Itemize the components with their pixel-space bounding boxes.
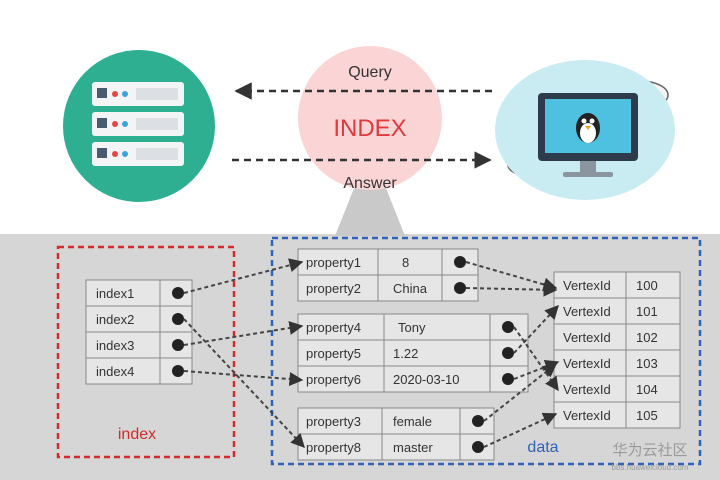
vertex-key: VertexId (563, 330, 611, 345)
pointer-dot (502, 347, 514, 359)
server-rack-icon (63, 50, 215, 202)
pointer-dot (502, 321, 514, 333)
vertex-key: VertexId (563, 278, 611, 293)
pointer-dot (172, 287, 184, 299)
pointer-dot (454, 256, 466, 268)
monitor-penguin-icon (495, 60, 675, 200)
arrow-property6-vertex103 (513, 360, 560, 380)
property-group-3: property3 female property8 master (297, 407, 495, 461)
index-title: INDEX (333, 115, 406, 142)
index-bubble (298, 46, 442, 190)
pointer-dot (172, 365, 184, 377)
pointer-dot (502, 373, 514, 385)
watermark-text: 华为云社区 (612, 441, 687, 459)
property-value: 8 (402, 255, 409, 270)
property-value: Tony (398, 320, 426, 335)
property-group-1: property1 8 property2 China (297, 248, 479, 302)
arrow-property3-vertex103 (483, 363, 558, 422)
vertex-table: VertexId 100 VertexId 101 VertexId 102 V… (553, 271, 681, 429)
connector-arrows (183, 258, 560, 449)
arrow-property1-vertex100 (465, 261, 558, 292)
property-key: property3 (306, 414, 361, 429)
pointer-dot (472, 441, 484, 453)
property-value: female (393, 414, 432, 429)
spotlight-cone (335, 148, 405, 236)
answer-label: Answer (343, 175, 397, 192)
index-row-label: index3 (96, 338, 134, 353)
arrow-index4-property6 (183, 370, 304, 387)
index-row-label: index2 (96, 312, 134, 327)
query-label: Query (348, 64, 392, 81)
arrow-property5-vertex101 (513, 304, 559, 354)
property-key: property4 (306, 320, 361, 335)
arrow-index3-property4 (183, 321, 304, 346)
property-key: property8 (306, 440, 361, 455)
property-key: property1 (306, 255, 361, 270)
property-group-2: property4 Tony property5 1.22 property6 … (297, 313, 529, 393)
pointer-dot (172, 313, 184, 325)
property-key: property5 (306, 346, 361, 361)
pointer-dot (472, 415, 484, 427)
pointer-dot (172, 339, 184, 351)
index-box-label: index (118, 426, 156, 443)
property-value: China (393, 281, 428, 296)
vertex-key: VertexId (563, 408, 611, 423)
arrow-property2-vertex100 (465, 282, 558, 297)
vertex-value: 103 (636, 356, 658, 371)
watermark-subtext: bbs.huaweicloud.com (612, 463, 689, 472)
vertex-key: VertexId (563, 382, 611, 397)
data-box-label: data (527, 439, 558, 456)
arrow-index1-property1 (183, 258, 304, 294)
arrow-property4-vertex104 (513, 326, 559, 392)
index-box (56, 245, 236, 459)
property-key: property6 (306, 372, 361, 387)
vertex-value: 100 (636, 278, 658, 293)
arrow-property8-vertex105 (483, 412, 558, 448)
data-box (270, 236, 702, 466)
pointer-dot (454, 282, 466, 294)
vertex-value: 102 (636, 330, 658, 345)
index-row-label: index1 (96, 286, 134, 301)
property-key: property2 (306, 281, 361, 296)
index-table: index1 index2 index3 index4 (85, 279, 193, 385)
vertex-value: 104 (636, 382, 658, 397)
vertex-value: 105 (636, 408, 658, 423)
property-value: master (393, 440, 433, 455)
property-value: 2020-03-10 (393, 372, 460, 387)
vertex-key: VertexId (563, 304, 611, 319)
vertex-value: 101 (636, 304, 658, 319)
property-value: 1.22 (393, 346, 418, 361)
index-row-label: index4 (96, 364, 134, 379)
arrow-index2-property8 (183, 318, 305, 449)
vertex-key: VertexId (563, 356, 611, 371)
